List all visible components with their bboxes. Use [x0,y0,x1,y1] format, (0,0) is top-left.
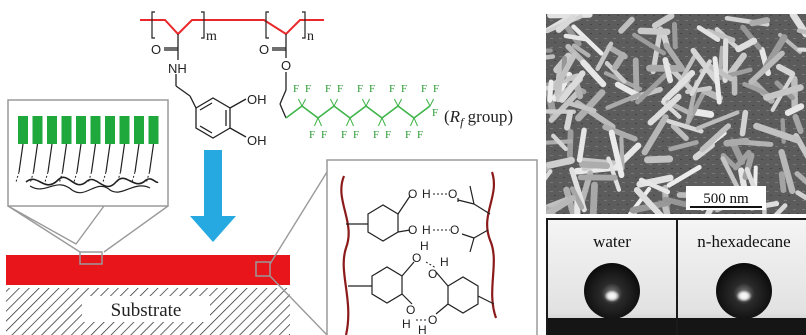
fluorine-atom: F [293,83,299,95]
hbond-h-6: H [418,323,427,335]
substrate-label: Substrate [111,300,182,321]
sem-scale-bar-label: 500 nm [703,191,749,207]
hbond-inset-frame [326,159,538,335]
water-label: water [593,232,631,251]
hbond-h-1: H [422,187,431,201]
amide-nh: NH [168,61,187,76]
bracket-right-open [265,11,269,39]
hbond-o-7: O [406,303,415,317]
fluoro-block [90,116,101,144]
hbond-o-1: O [408,187,417,201]
fluorine-atom: F [401,83,407,95]
fluoro-chain-backbone [285,105,431,119]
rf-group-text: group) [463,107,513,126]
brush-inset [7,99,169,253]
fluorine-atom: F [385,129,391,141]
fluorine-atom: F [309,129,315,141]
fluorine-atom: F [341,129,347,141]
water-droplet-photo: water [548,220,676,335]
fluorine-atom: F [369,83,375,95]
fluorine-atom: F [353,129,359,141]
fluorine-atom: F [357,83,363,95]
entangled-polymer-chain [25,176,159,188]
fluorine-atom: F [421,83,427,95]
hbond-o-2: O [448,187,457,201]
fluorine-atom: F [321,129,327,141]
rf-subscript: f [460,115,465,129]
hbond-backbone-left [340,175,350,335]
hexadecane-droplet-glint [736,290,752,302]
hbond-h-4: H [440,255,449,269]
hydroxyl-top: OH [247,92,267,107]
ester-oxygen: O [281,58,291,73]
hbond-h-5: H [402,317,411,331]
fluorine-atom: F [405,129,411,141]
fluoro-block [105,116,115,144]
hbond-o-4: O [450,223,459,237]
carbonyl-oxygen-right: O [259,42,269,57]
hbond-inset: O H O O H O O H H O O H H O [269,159,538,335]
carbonyl-oxygen-left: O [151,42,161,57]
fluoro-block [148,116,159,144]
polymer-structure: m n O NH OH OH [140,11,513,148]
fluorine-atom: F [325,83,331,95]
fluoro-block [76,116,86,144]
hexadecane-droplet-photo: n-hexadecane [678,220,806,335]
fluorine-atom: F [432,107,438,119]
rf-symbol: R [449,107,461,126]
hexadecane-label: n-hexadecane [697,232,790,251]
hydroxyl-bottom: OH [247,133,267,148]
zoom-marker-right [255,261,271,277]
bracket-left-open [151,11,155,39]
zoom-marker-left [79,251,103,265]
fluorine-atom: F [305,83,311,95]
hbond-h-3: H [420,239,429,253]
fluorine-atom: F [373,129,379,141]
fluoro-block [61,116,72,144]
fluoro-block [32,116,43,144]
rf-group-label: (Rf group) [444,107,513,129]
water-droplet-glint [604,290,620,302]
fluorine-atom: F [337,83,343,95]
rf-open-paren: ( [444,107,450,126]
polymer-backbone [140,19,324,36]
substrate-label-backdrop [82,296,210,322]
sem-micrograph: 500 nm [546,14,806,214]
fluoro-brush-blocks [18,116,159,144]
fluoro-block [119,116,130,144]
fluorine-atom: F [433,83,439,95]
hbond-o-6: O [428,267,437,281]
hbond-o-5: O [412,251,421,265]
coating-layer [6,255,290,285]
fluorine-atom: F [389,83,395,95]
subscript-m: m [206,29,217,44]
hbond-o-8: O [428,313,437,327]
bracket-right-close [302,11,306,39]
fluoro-block [18,116,28,144]
bracket-left-close [201,11,205,39]
hbond-h-2: H [422,223,431,237]
brush-zoom-connector [7,205,105,245]
entangled-polymer-chain-2 [29,184,151,194]
fluoro-block [134,116,144,144]
fluorine-atom: F [417,129,423,141]
subscript-n: n [307,29,314,44]
hbond-backbone-right [486,171,498,319]
hbond-o-3: O [408,223,417,237]
coating-process-arrow [190,150,236,242]
fluoro-block [47,116,57,144]
